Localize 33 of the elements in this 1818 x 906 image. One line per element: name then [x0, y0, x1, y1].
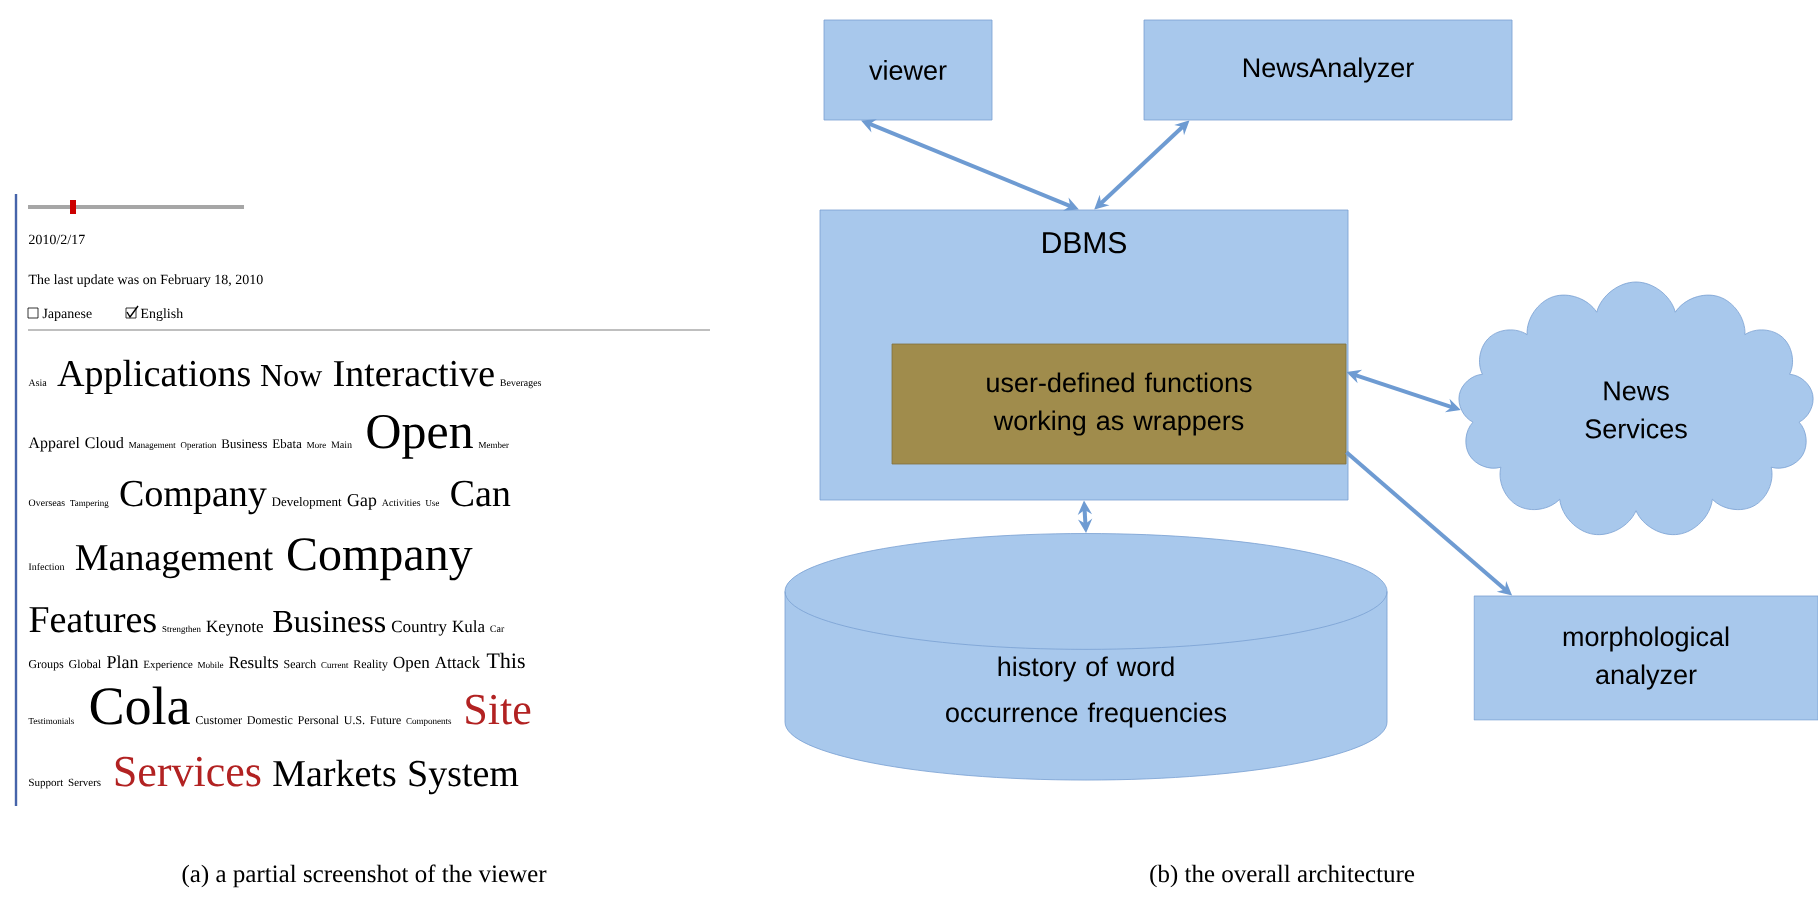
process-box: NewsAnalyzer [1143, 19, 1513, 121]
caption: (a) a partial screenshot of the viewer [182, 864, 547, 888]
word-cloud-word: Kula [452, 620, 485, 633]
word-cloud-word: Services [115, 756, 261, 787]
word-cloud-word: Gap [347, 494, 377, 510]
word-cloud-word: Open [367, 414, 473, 459]
function-box: user-defined functions working as wrappers [891, 343, 1347, 465]
word-cloud-word: Country [391, 620, 447, 636]
word-cloud-word: Open [393, 656, 430, 672]
word-cloud-word: Cloud [85, 436, 124, 449]
word-cloud-word: Company [120, 480, 267, 515]
word-cloud-word: Cola [90, 686, 190, 725]
word-cloud-word: Keynote [206, 620, 263, 636]
word-cloud-word: Interactive [333, 360, 494, 387]
word-cloud-word: System [409, 760, 519, 795]
process-box: morphological analyzer [1473, 595, 1818, 721]
word-cloud-word: Plan [107, 655, 139, 669]
process-box: viewer [823, 19, 993, 121]
word-cloud-word: Applications [57, 359, 250, 395]
word-cloud-word: Site [466, 694, 531, 725]
word-cloud-word: Results [229, 656, 279, 669]
word-cloud-word: Company [287, 538, 473, 581]
word-cloud-word: Features [29, 607, 156, 633]
word-cloud-word: This [486, 652, 525, 669]
word-cloud-word: Markets [273, 759, 396, 787]
word-cloud-word: Apparel [28, 436, 80, 452]
database-cylinder: history of word occurrence frequencies [784, 533, 1388, 781]
word-cloud-word: Now [260, 365, 323, 387]
caption: (b) the overall architecture [1150, 864, 1415, 888]
word-cloud-word: Attack [434, 656, 481, 669]
word-cloud-word: Management [75, 545, 273, 579]
word-cloud-word: Business [273, 610, 385, 633]
word-cloud-word: Can [451, 480, 511, 507]
